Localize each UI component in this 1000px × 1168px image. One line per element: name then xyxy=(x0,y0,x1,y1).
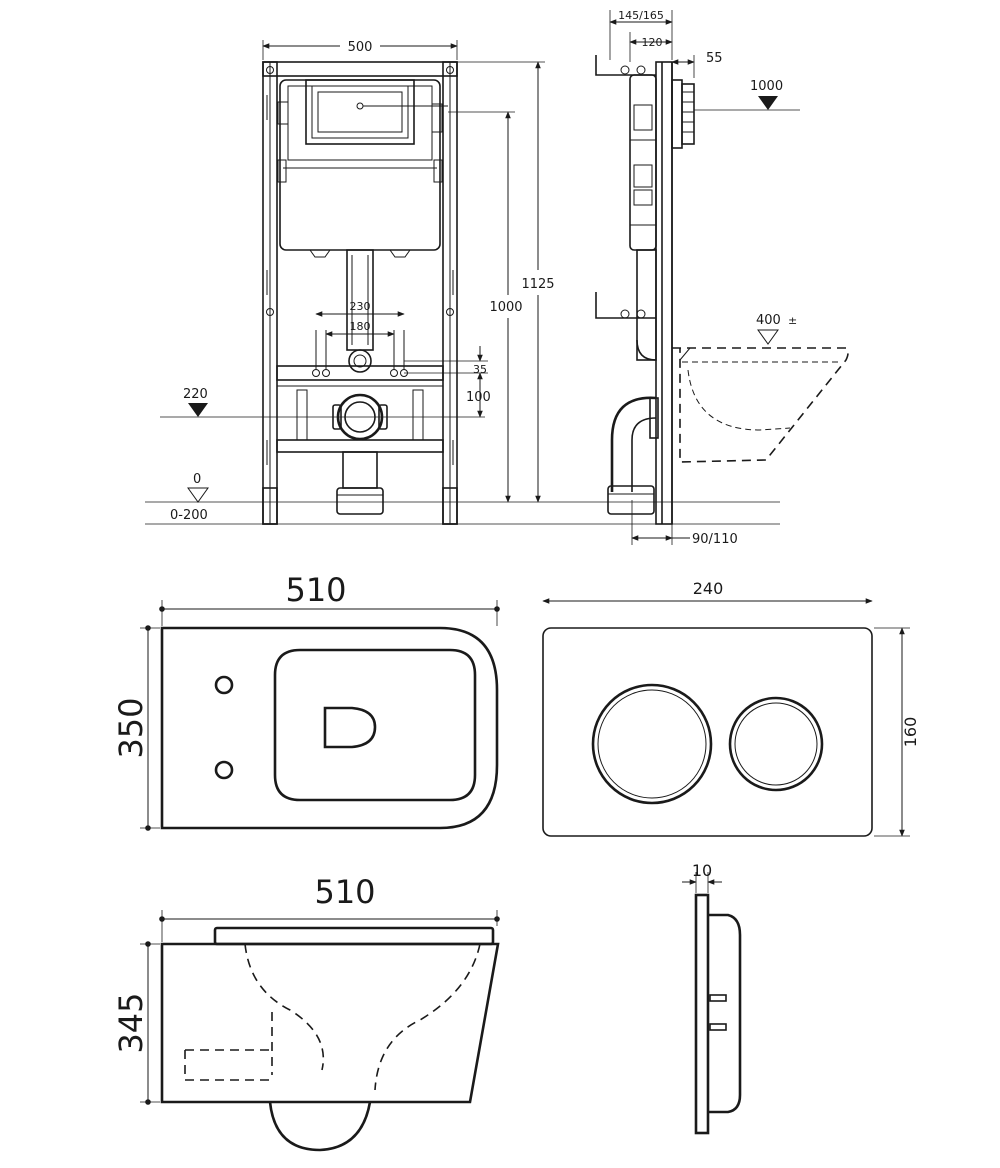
bowl-foot-arc xyxy=(268,1101,372,1152)
bottom-wall-bracket xyxy=(595,292,656,319)
level-220-marker xyxy=(188,403,208,417)
top-bar xyxy=(262,61,458,77)
half-flush-button xyxy=(728,696,824,792)
bowl-top-outline xyxy=(160,626,499,830)
drain-connector xyxy=(336,393,384,441)
cistern-profile xyxy=(629,74,657,251)
frame-front-view: 500 1125 1000 230 180 35 100 220 0 0-200 xyxy=(145,40,780,525)
level-1000-marker xyxy=(758,96,778,110)
flush-plate-front: 240 160 xyxy=(542,579,920,837)
level-range-label: 0-200 xyxy=(170,508,208,523)
pipe-height-label: 1000 xyxy=(489,300,522,315)
depth-120-label: 120 xyxy=(642,36,663,49)
outlet-dashed xyxy=(184,1049,272,1081)
frame-height-label: 1125 xyxy=(521,277,554,292)
seat-lid xyxy=(213,926,495,946)
side-upright xyxy=(655,61,673,525)
outlet-d-shape xyxy=(323,706,377,749)
fixing-hole-top xyxy=(214,675,234,695)
bowl-top-view: 510 350 xyxy=(112,571,500,831)
frame-side-view: 145/165 120 55 1000 400 ± 90/110 xyxy=(595,9,849,547)
level-0-label: 0 xyxy=(193,472,201,487)
drain-pipe xyxy=(342,451,378,489)
level-0-marker xyxy=(187,487,209,503)
level-1000-label: 1000 xyxy=(750,79,783,94)
plate-side-front xyxy=(694,893,710,1135)
bowl-length-label: 510 xyxy=(285,571,346,609)
bowl-height-label: 345 xyxy=(112,992,150,1053)
flush-plate-side: 10 xyxy=(682,861,742,1135)
stud-span-outer-label: 230 xyxy=(350,300,371,313)
trap-dashed xyxy=(244,943,324,1071)
plate-thickness-label: 10 xyxy=(692,861,712,880)
plate-width-label: 240 xyxy=(693,579,724,598)
level-400-label: 400 xyxy=(756,313,781,328)
bowl-side-outline xyxy=(160,942,500,1104)
flush-plate-outline xyxy=(542,627,873,837)
service-opening xyxy=(305,79,415,145)
right-foot xyxy=(442,487,458,525)
depth-range-label: 145/165 xyxy=(618,9,664,22)
offset-100-label: 100 xyxy=(466,390,491,405)
stud-span-inner-label: 180 xyxy=(350,320,371,333)
drain-bend xyxy=(610,396,657,492)
left-foot xyxy=(262,487,278,525)
top-wall-bracket xyxy=(595,55,656,76)
seat-opening xyxy=(273,648,477,802)
bowl-width-label: 350 xyxy=(112,697,150,758)
bowl-side-length-label: 510 xyxy=(314,873,375,911)
offset-35-label: 35 xyxy=(473,363,487,376)
bowl-outline-dashed xyxy=(672,347,849,463)
level-400-tolerance-icon: ± xyxy=(788,314,797,327)
lower-bar xyxy=(276,439,444,453)
plate-side-back xyxy=(708,913,742,1114)
fixing-hole-bottom xyxy=(214,760,234,780)
frame-width-label: 500 xyxy=(348,40,373,55)
depth-55-label: 55 xyxy=(706,51,723,66)
plate-height-label: 160 xyxy=(901,717,920,748)
full-flush-button xyxy=(591,683,713,805)
level-220-label: 220 xyxy=(183,387,208,402)
bowl-side-view: 510 345 xyxy=(112,873,500,1152)
pipe-size-label: 90/110 xyxy=(692,532,738,547)
level-400-marker xyxy=(757,329,779,345)
